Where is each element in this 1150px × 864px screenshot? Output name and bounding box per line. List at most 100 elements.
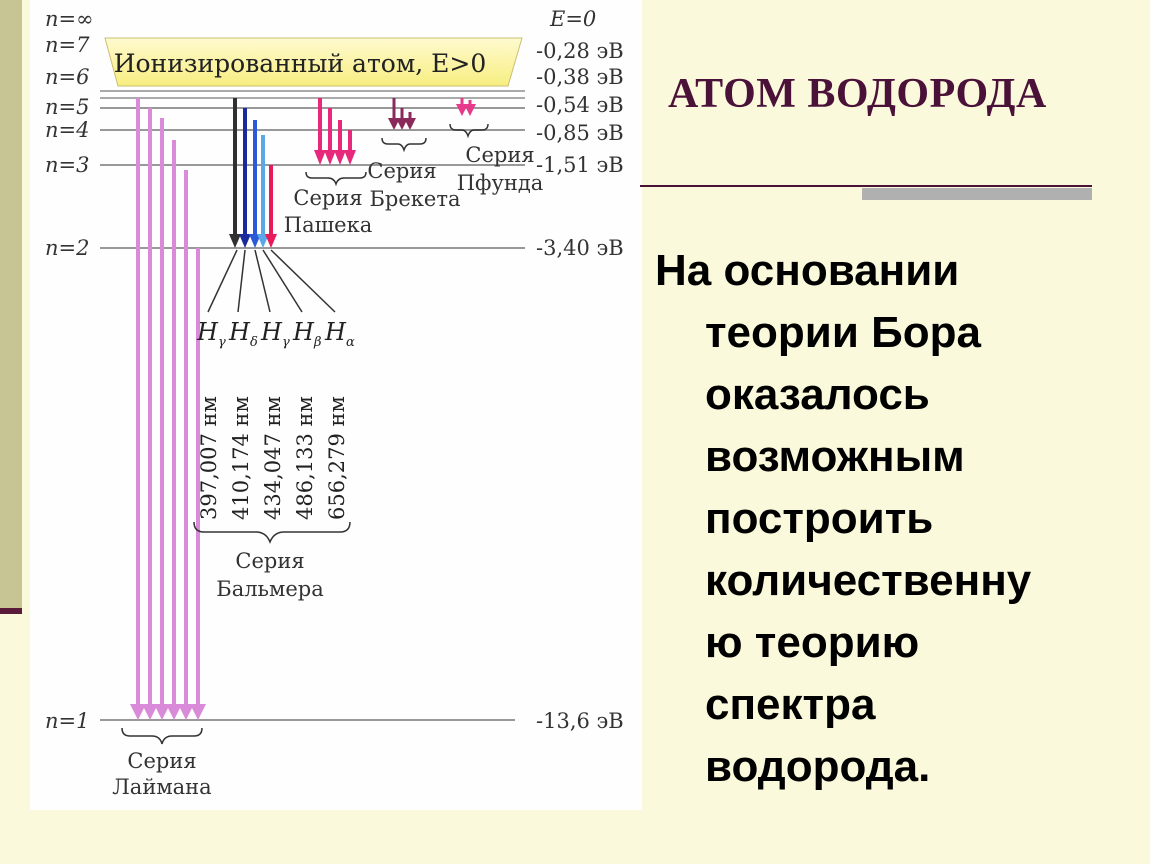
pfund-brace [449,123,489,139]
paschen-arrowhead [324,150,336,165]
pfund-arrowhead [456,104,468,116]
balmer-arrowhead [239,234,251,248]
paschen-label-2: Пашека [284,213,372,237]
brackett-arrowheads [388,118,416,130]
n-label: n=3 [45,153,89,177]
left-accent-bar [0,0,22,612]
lyman-arrows [136,98,200,706]
lyman-brace [121,727,203,745]
balmer-symbol-letter: H [196,318,219,346]
paschen-arrowheads [314,150,356,165]
pfund-arrowhead [464,104,476,116]
title-rule-thin [640,185,1092,187]
balmer-wavelengths: 397,007 нм 410,174 нм 434,047 нм 486,133… [197,396,349,520]
body-line: оказалось [705,370,930,419]
brackett-brace [381,137,427,153]
slide-body: На основании теории Бора оказалось возмо… [655,240,1125,798]
paschen-brace [305,171,367,187]
balmer-leaders [207,249,336,313]
n-labels: n=∞ n=7 n=6 n=5 n=4 n=3 n=2 n=1 [45,7,94,733]
balmer-symbol-sub: δ [250,335,258,350]
balmer-symbol-letter: H [228,318,251,346]
balmer-symbol: Hα [324,318,355,350]
paschen-arrows [318,98,352,152]
energy-level-diagram: Ионизированный атом, E>0 n=∞ n=7 n=6 n=5… [30,0,642,810]
balmer-arrowhead [249,234,261,248]
n-label: n=∞ [45,7,94,31]
balmer-arrowhead [257,234,269,248]
body-line: водорода. [705,742,931,791]
n-label: n=4 [45,118,89,142]
title-rule-thick [862,188,1092,200]
energy-label: -0,54 эВ [536,93,624,117]
n-label: n=1 [45,709,89,733]
balmer-symbol: Hγ [196,318,226,350]
energy-label: E=0 [549,7,596,31]
brackett-label-2: Брекета [370,187,461,211]
pfund-label-2: Пфунда [457,171,544,195]
n-label: n=5 [45,95,89,119]
balmer-leader [207,249,238,313]
balmer-wavelength: 410,174 нм [229,396,253,520]
energy-label: -3,40 эВ [536,236,624,260]
lyman-arrowhead [130,704,146,720]
body-line: построить [705,494,934,543]
balmer-label-2: Бальмера [216,577,323,601]
balmer-brace [193,521,351,545]
energy-labels: E=0 -0,28 эВ -0,38 эВ -0,54 эВ -0,85 эВ … [536,7,624,733]
balmer-symbol-sub: α [346,335,355,350]
balmer-arrowhead [265,234,277,248]
balmer-symbol: Hβ [292,318,321,350]
pfund-arrowheads [456,104,476,116]
brackett-arrowhead [396,118,408,130]
left-accent-line [0,608,22,614]
balmer-arrowheads [229,234,277,248]
energy-label: -1,51 эВ [536,153,624,177]
balmer-symbol: Hγ [260,318,290,350]
balmer-arrows [233,98,273,236]
paschen-label-1: Серия [293,186,362,210]
balmer-wavelength: 397,007 нм [197,396,221,520]
n-label: n=6 [45,65,89,89]
energy-label: -0,28 эВ [536,39,624,63]
lyman-arrowheads [130,704,206,720]
paschen-arrowhead [314,150,326,165]
balmer-leader [262,249,303,313]
diagram-svg: Ионизированный атом, E>0 n=∞ n=7 n=6 n=5… [45,7,624,799]
body-line: теории Бора [705,308,981,357]
body-line: количественну [705,556,1032,605]
ionized-band [104,37,523,87]
balmer-arrowhead [229,234,241,248]
balmer-leader [254,249,271,313]
pfund-label-1: Серия [465,143,534,167]
balmer-label-1: Серия [235,549,304,573]
lyman-arrowhead [142,704,158,720]
lyman-label-2: Лаймана [112,775,211,799]
balmer-symbols: Hγ Hδ Hγ Hβ Hα [196,318,355,350]
balmer-wavelength: 656,279 нм [325,396,349,520]
balmer-leader [237,249,246,313]
balmer-symbol-letter: H [324,318,347,346]
balmer-symbol-sub: β [313,335,322,350]
lyman-arrowhead [178,704,194,720]
energy-label: -13,6 эВ [536,709,624,733]
paschen-arrowhead [334,150,346,165]
body-line: ю теорию [705,618,920,667]
lyman-arrowhead [154,704,170,720]
body-line: возможным [705,432,965,481]
slide-title: АТОМ ВОДОРОДА [668,71,1047,117]
balmer-symbol: Hδ [228,318,258,350]
balmer-wavelength: 486,133 нм [293,396,317,520]
brackett-arrowhead [404,118,416,130]
balmer-symbol-letter: H [292,318,315,346]
lyman-arrowhead [190,704,206,720]
balmer-symbol-sub: γ [218,335,226,350]
paschen-arrowhead [344,150,356,165]
body-line: На основании [655,246,960,295]
balmer-wavelength: 434,047 нм [261,396,285,520]
n-label: n=2 [45,236,89,260]
brackett-label-1: Серия [367,159,436,183]
n-label: n=7 [45,33,90,57]
lyman-arrowhead [166,704,182,720]
energy-label: -0,38 эВ [536,65,624,89]
